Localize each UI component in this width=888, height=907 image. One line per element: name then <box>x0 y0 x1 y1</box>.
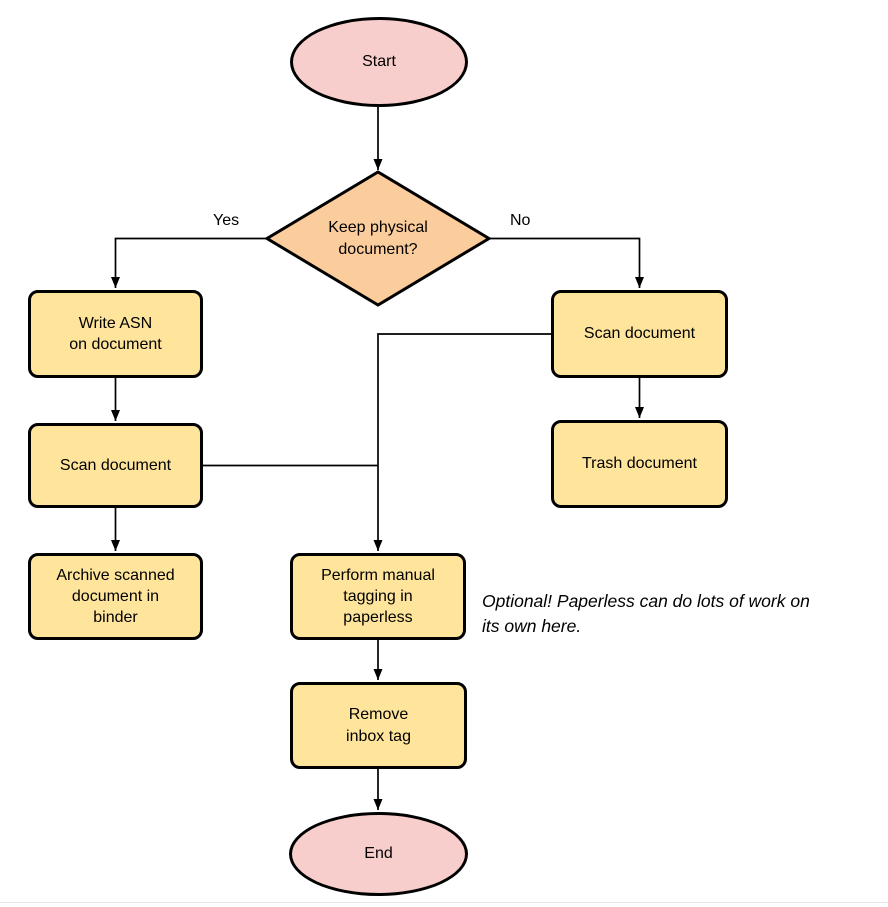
node-scan-document-left: Scan document <box>28 423 203 508</box>
node-remove-inbox-tag: Remove inbox tag <box>290 682 467 769</box>
edge-label-yes: Yes <box>213 212 240 229</box>
edge-scanright-to-tagging <box>373 333 551 551</box>
edge-decision-yes <box>111 237 266 288</box>
edge-decision-no <box>490 237 644 288</box>
edge-label-no: No <box>510 212 531 229</box>
decision-diamond-shape <box>264 170 492 307</box>
node-manual-tagging: Perform manual tagging in paperless <box>290 553 466 640</box>
node-decision: Keep physical document? <box>264 169 492 308</box>
node-end: End <box>289 812 468 896</box>
node-start: Start <box>290 17 468 107</box>
optional-note: Optional! Paperless can do lots of work … <box>482 591 810 636</box>
node-scan-document-right: Scan document <box>551 290 728 378</box>
bottom-divider <box>0 902 888 903</box>
node-trash-document: Trash document <box>551 420 728 508</box>
node-archive-document: Archive scanned document in binder <box>28 553 203 640</box>
node-write-asn: Write ASN on document <box>28 290 203 378</box>
decision-label: Keep physical document? <box>328 219 428 258</box>
